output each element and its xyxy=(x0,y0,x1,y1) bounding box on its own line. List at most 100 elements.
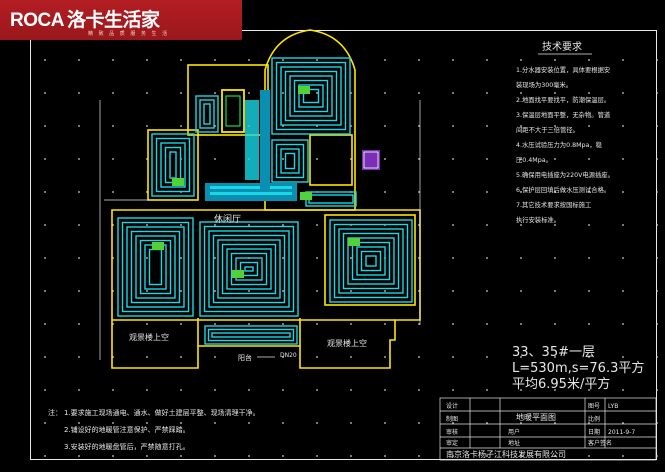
drawing-sheet-border xyxy=(30,30,657,460)
room-label-left: 观景楼上空 xyxy=(129,332,169,342)
manifold[interactable] xyxy=(221,89,245,133)
pipe-loop xyxy=(135,235,176,299)
pipe-loop xyxy=(221,243,277,295)
pipe-loop xyxy=(160,142,186,188)
tb-signature-label: 客户签名 xyxy=(588,439,612,447)
room-label-right: 观景楼上空 xyxy=(327,338,367,348)
tb-address-label: 地址 xyxy=(508,439,520,447)
tb-scale-label: 比例 xyxy=(588,415,600,423)
pipe-loop xyxy=(365,255,377,267)
pipe-loop xyxy=(139,239,172,295)
tb-code-value: LYB xyxy=(608,403,618,410)
construction-notes: 注： 1.要求施工现场通电、通水、做好土建层平整、现场清理干净。 2.铺设好的地… xyxy=(48,408,260,451)
tb-row-label-2: 审核 xyxy=(446,428,458,436)
tech-note-line: 执行安装标准。 xyxy=(516,215,560,224)
tech-note-line: 5.确保用电插座为220V电源插座。 xyxy=(516,170,614,179)
tech-note-lines: 1.分水器安装位置，具体要根据安 装现场为300毫米。 2.地面找平要找平，防潮保… xyxy=(516,65,614,224)
pipe-loop xyxy=(155,137,191,193)
tb-company: 南京洛卡杨子江科技发展有限公司 xyxy=(446,449,566,459)
pipe-loop xyxy=(298,84,324,108)
pipe-loop xyxy=(239,261,259,277)
pipe-loop xyxy=(280,148,300,174)
tb-date-value: 2011-9-7 xyxy=(608,429,635,436)
title-block-text: 设计 制图 审核 审定 地暖平面图 用户 地址 图号 LYB 比例 日期 201… xyxy=(446,402,635,459)
notes-prefix: 注： xyxy=(48,408,62,417)
pipe-header-blocks xyxy=(205,90,380,201)
tech-note-line: 2.地面找平要找平，防潮保温层。 xyxy=(516,95,610,104)
summary-line-1: 33、35#一层 xyxy=(512,345,595,360)
pipe-loop xyxy=(235,257,263,281)
note-2: 2.铺设好的地暖管注意保护、严禁踩踏。 xyxy=(64,425,190,434)
pipe-loop xyxy=(148,248,163,286)
tb-code-label: 图号 xyxy=(588,403,600,410)
pipe-loop xyxy=(211,332,291,338)
pipe-loop xyxy=(275,143,305,179)
tech-note-line: 装现场为300毫米。 xyxy=(516,80,572,89)
pipe-loop xyxy=(284,152,296,170)
pipe-loop xyxy=(226,248,272,290)
tech-note-line: 间距不大于三倍管径。 xyxy=(516,125,579,134)
heating-pipe-loops xyxy=(117,57,413,345)
brand-tagline: 精 致 品 质 服 务 生 活 xyxy=(88,31,170,37)
pipe-loop xyxy=(195,95,219,133)
pipe-loop xyxy=(347,237,395,285)
pipe-callout: DN20 xyxy=(280,352,297,359)
pipe-loop xyxy=(169,151,177,179)
tb-row-label-1: 制图 xyxy=(446,415,458,423)
note-3: 3.安装好的地暖盘管后，严禁随意打孔。 xyxy=(64,442,190,451)
pipe-loop xyxy=(244,266,254,272)
pipe-loop xyxy=(356,246,386,276)
pipe-loop xyxy=(126,226,185,308)
room-label-bottom: 阳台 xyxy=(238,353,252,362)
pipe-loop xyxy=(199,99,215,129)
tb-row-label-0: 设计 xyxy=(446,402,458,410)
pipe-loop xyxy=(333,223,409,299)
tb-drawing-name: 地暖平面图 xyxy=(516,412,556,422)
tb-row-label-3: 审定 xyxy=(446,439,458,447)
pipe-loop xyxy=(284,70,338,122)
pipe-loop xyxy=(217,239,281,299)
pipe-loop xyxy=(271,139,309,183)
pipe-loop xyxy=(204,325,298,345)
brand-name: ROCA xyxy=(10,10,64,31)
pipe-loop xyxy=(305,191,357,207)
pipe-loop xyxy=(342,232,400,290)
note-1: 1.要求施工现场通电、通水、做好土建层平整、现场清理干净。 xyxy=(64,408,260,417)
pipe-loop xyxy=(360,250,382,272)
tech-note-line: 7.其它技术要求按国标施工 xyxy=(516,200,591,209)
heating-summary: 33、35#一层 L=530m,s=76.3平方 平均6.95米/平方 xyxy=(512,345,644,392)
tech-note-line: 4.水压试验压力为0.8Mpa，稳 xyxy=(516,140,603,149)
pipe-loop xyxy=(203,225,295,313)
pipe-loop xyxy=(271,57,351,135)
pipe-loop xyxy=(289,75,333,117)
brand-name-cn: 洛卡生活家 xyxy=(66,10,160,31)
pipe-loop xyxy=(280,66,342,126)
summary-line-2: L=530m,s=76.3平方 xyxy=(512,360,644,376)
pipe-loop xyxy=(199,221,299,317)
pipe-tags xyxy=(152,86,360,278)
pipe-loop xyxy=(293,79,329,113)
tb-date-label: 日期 xyxy=(588,428,600,436)
pipe-loop xyxy=(212,234,286,304)
leaders xyxy=(99,100,421,360)
tech-note-line: 6.保护层回填后做水压测试合格。 xyxy=(516,185,610,194)
pipe-loop xyxy=(121,221,190,313)
title-block xyxy=(439,397,657,461)
pipe-loop xyxy=(130,230,181,304)
tech-notes-title: 技术要求 xyxy=(542,40,582,53)
summary-line-3: 平均6.95米/平方 xyxy=(512,376,610,392)
pipe-loop xyxy=(308,194,354,204)
pipe-loop xyxy=(302,88,320,104)
pipe-loop xyxy=(164,146,182,184)
pipe-loop xyxy=(208,230,290,308)
pipe-loop xyxy=(338,228,404,294)
pipe-loop xyxy=(203,103,211,125)
pipe-loop xyxy=(230,252,268,286)
tech-note-line: 1.分水器安装位置，具体要根据安 xyxy=(516,65,610,74)
room-label-center: 休闲厅 xyxy=(214,213,241,225)
pipe-loop xyxy=(329,219,413,303)
